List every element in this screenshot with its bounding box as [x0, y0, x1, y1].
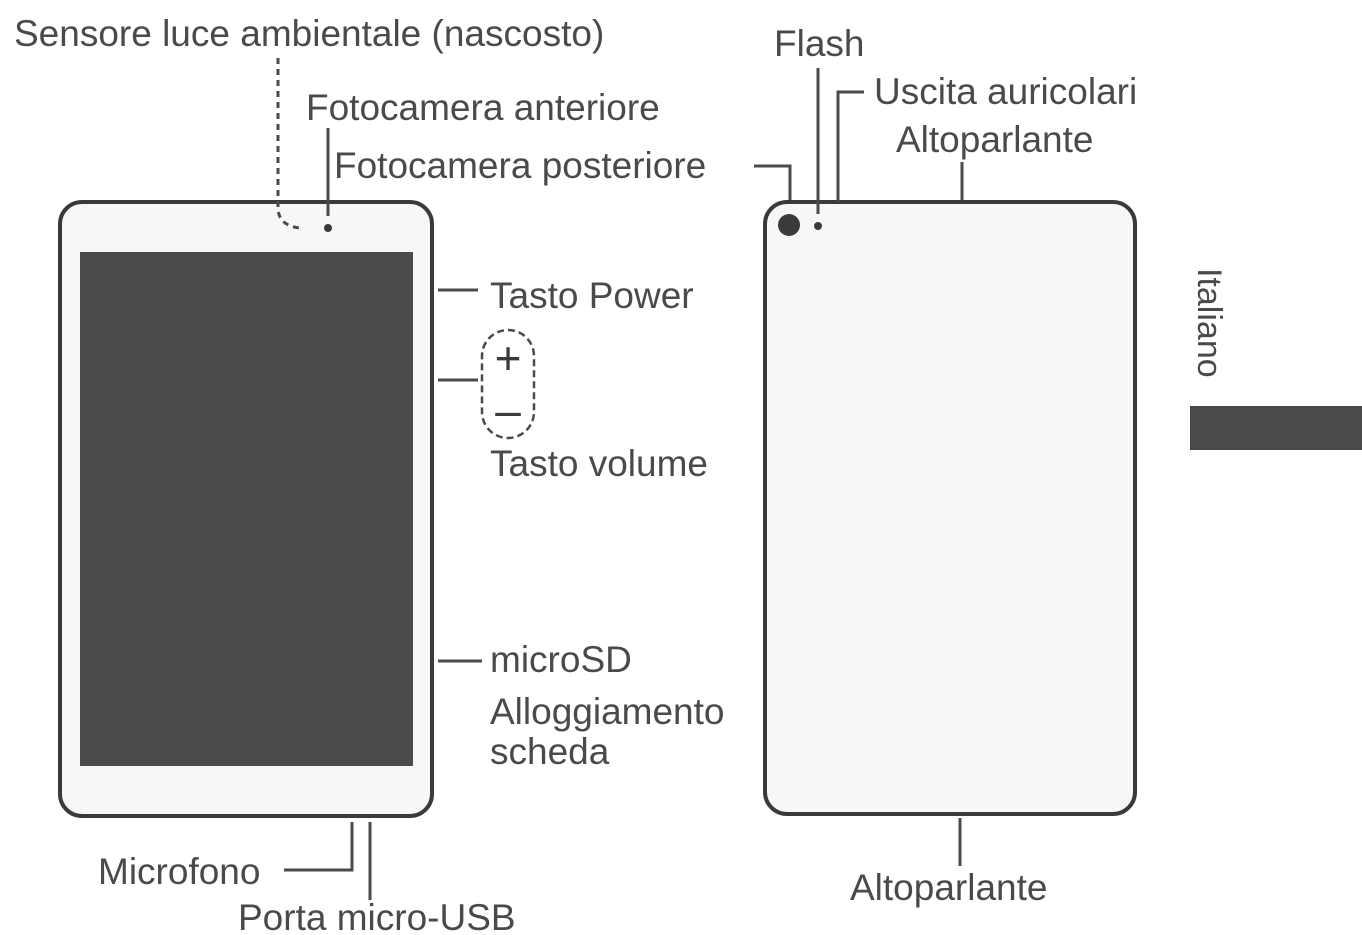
back-tablet-body	[763, 200, 1137, 816]
rear-camera-lens	[778, 214, 800, 236]
usb-port-label: Porta micro-USB	[238, 897, 516, 935]
speaker-bottom-label: Altoparlante	[850, 867, 1047, 908]
back-view: Flash Uscita auricolari Altoparlante Alt…	[763, 23, 1137, 908]
card-slot-label-line2: scheda	[490, 731, 610, 772]
language-tab-bar	[1190, 406, 1362, 450]
volume-key-outline	[480, 328, 536, 440]
headphone-jack-leader	[836, 90, 864, 202]
front-camera-label: Fotocamera anteriore	[306, 87, 660, 128]
language-tab: Italiano	[1190, 268, 1362, 450]
microphone-label: Microfono	[98, 851, 260, 892]
rear-camera-label: Fotocamera posteriore	[334, 145, 706, 186]
flash-dot	[814, 222, 822, 230]
volume-minus-glyph: –	[495, 384, 521, 436]
speaker-top-label: Altoparlante	[896, 119, 1093, 160]
power-key-label: Tasto Power	[490, 275, 694, 316]
card-slot-label-line1: Alloggiamento	[490, 691, 724, 732]
microsd-label: microSD	[490, 639, 632, 680]
microphone-leader	[284, 822, 354, 872]
flash-label: Flash	[774, 23, 864, 64]
volume-key-label: Tasto volume	[490, 443, 708, 484]
ambient-sensor-label: Sensore luce ambientale (nascosto)	[14, 13, 604, 54]
rear-camera-leader	[754, 164, 792, 212]
front-view: Sensore luce ambientale (nascosto) Fotoc…	[14, 13, 792, 935]
front-camera-dot	[324, 224, 332, 232]
front-screen	[80, 252, 413, 766]
ambient-sensor-leader	[276, 58, 301, 230]
language-tab-label: Italiano	[1190, 268, 1228, 378]
volume-plus-glyph: +	[495, 332, 522, 384]
headphone-jack-label: Uscita auricolari	[874, 71, 1137, 112]
